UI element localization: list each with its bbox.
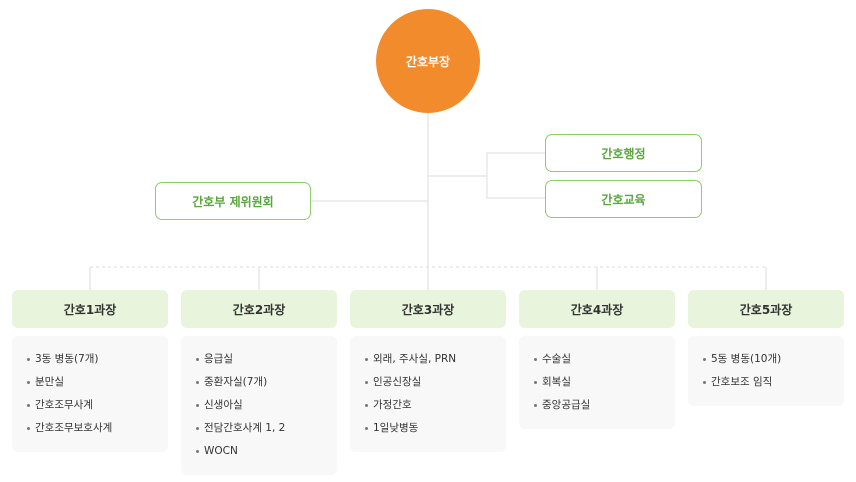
dept-list-item: 간호조무사계: [12, 394, 168, 417]
dept-list-item: 간호조무보호사계: [12, 417, 168, 440]
root-label: 간호부장: [405, 54, 451, 69]
dept-list-item: 간호보조 임직: [688, 371, 844, 394]
dept-list-item: 5동 병동(10개): [688, 348, 844, 371]
staff-node-committee-label: 간호부 제위원회: [192, 194, 274, 209]
dept-header-label: 간호2과장: [232, 302, 286, 317]
dept-header-label: 간호5과장: [739, 302, 793, 317]
dept-list-item: WOCN: [181, 440, 337, 463]
staff-node-education: 간호교육: [545, 180, 702, 218]
dept-header-label: 간호1과장: [63, 302, 117, 317]
dept-header-label: 간호4과장: [570, 302, 624, 317]
dept-header-3: 간호3과장: [350, 290, 506, 328]
dept-header-1: 간호1과장: [12, 290, 168, 328]
dept-header-4: 간호4과장: [519, 290, 675, 328]
dept-list-item: 회복실: [519, 371, 675, 394]
dept-list-item: 분만실: [12, 371, 168, 394]
staff-node-admin-label: 간호행정: [601, 146, 646, 161]
dept-list-item: 수술실: [519, 348, 675, 371]
dept-header-label: 간호3과장: [401, 302, 455, 317]
dept-list-item: 3동 병동(7개): [12, 348, 168, 371]
dept-list-item: 중앙공급실: [519, 394, 675, 417]
dept-list-item: 전담간호사계 1, 2: [181, 417, 337, 440]
staff-node-education-label: 간호교육: [601, 192, 646, 207]
staff-node-committee: 간호부 제위원회: [155, 182, 311, 220]
staff-node-admin: 간호행정: [545, 134, 702, 172]
dept-list-item: 응급실: [181, 348, 337, 371]
dept-list-item: 중환자실(7개): [181, 371, 337, 394]
dept-header-2: 간호2과장: [181, 290, 337, 328]
dept-list-item: 외래, 주사실, PRN: [350, 348, 506, 371]
dept-list-item: 신생아실: [181, 394, 337, 417]
staff-right-connector-2: [486, 176, 546, 199]
dept-header-5: 간호5과장: [688, 290, 844, 328]
dept-list-item: 가정간호: [350, 394, 506, 417]
root-node: 간호부장: [376, 9, 480, 113]
staff-right-connector: [428, 152, 546, 177]
dept-list-5: 5동 병동(10개)간호보조 임직: [688, 336, 844, 406]
dept-list-item: 1일낮병동: [350, 417, 506, 440]
dept-list-item: 인공신장실: [350, 371, 506, 394]
